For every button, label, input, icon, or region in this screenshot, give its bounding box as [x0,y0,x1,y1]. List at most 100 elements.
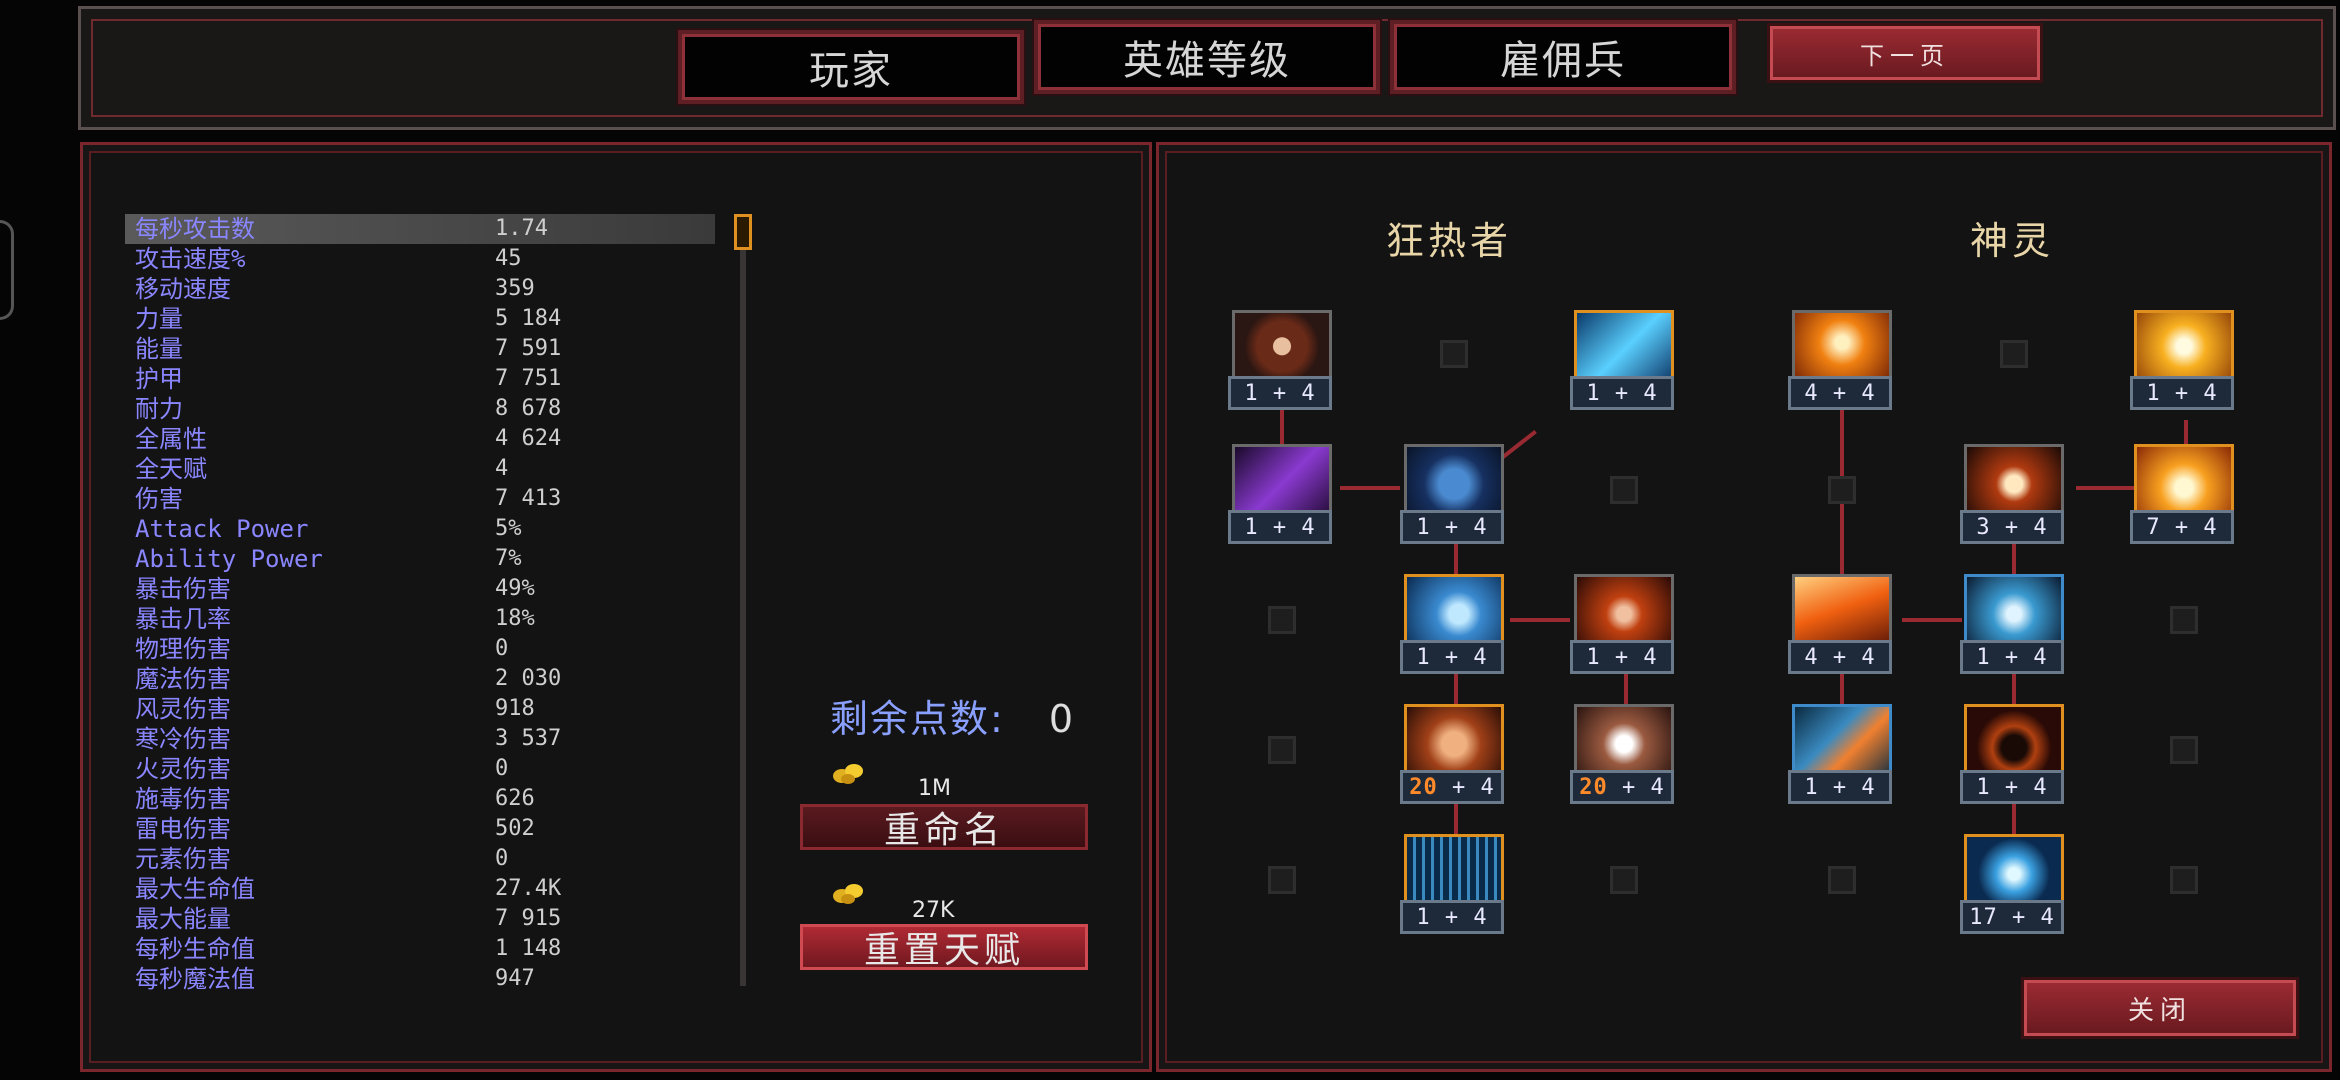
connector-line [2012,666,2016,708]
talent-bonus: 4 [1301,380,1316,406]
talent-bonus: 4 [2033,514,2048,540]
stat-label: 寒冷伤害 [135,725,231,753]
remaining-points-value: 0 [1048,697,1076,741]
connector-line [2184,420,2188,450]
talent-node[interactable]: 20 + 4 [1570,704,1678,812]
talent-level-badge: 1 + 4 [2130,376,2234,410]
stat-label: 每秒魔法值 [135,965,255,993]
stat-value: 0 [495,846,509,871]
talent-node[interactable]: 1 + 4 [1570,310,1678,418]
empty-talent-slot[interactable] [1268,866,1296,894]
talent-level: 4 [1804,644,1819,670]
tree-title-zealot: 狂热者 [1386,219,1513,263]
stat-label: 雷电伤害 [135,815,231,843]
stat-value: 45 [495,246,522,271]
talent-bonus: 4 [1301,514,1316,540]
empty-talent-slot[interactable] [1440,340,1468,368]
tab-hero-level[interactable]: 英雄等级 [1034,20,1380,94]
talent-node[interactable]: 3 + 4 [1960,444,2068,552]
connector-line [1840,666,1844,708]
stat-label: 火灵伤害 [135,755,231,783]
stat-label: 伤害 [135,485,183,513]
next-page-button[interactable]: 下一页 [1770,26,2040,80]
talent-level: 3 [1976,514,1991,540]
talent-bonus: 4 [1861,380,1876,406]
stat-label: 魔法伤害 [135,665,231,693]
talent-node[interactable]: 1 + 4 [2130,310,2238,418]
stats-scrollbar-track[interactable] [740,216,746,986]
talent-level: 1 [1244,380,1259,406]
talent-level: 1 [1416,904,1431,930]
empty-talent-slot[interactable] [2170,606,2198,634]
talent-level-badge: 3 + 4 [1960,510,2064,544]
talent-node[interactable]: 1 + 4 [1400,834,1508,942]
empty-talent-slot[interactable] [1610,476,1638,504]
empty-talent-slot[interactable] [1828,476,1856,504]
stat-value: 1.74 [495,216,548,241]
talent-bonus: 4 [1473,514,1488,540]
stat-label: 暴击几率 [135,605,231,633]
empty-talent-slot[interactable] [1268,736,1296,764]
empty-talent-slot[interactable] [2000,340,2028,368]
talent-node[interactable]: 20 + 4 [1400,704,1508,812]
stat-value: 7 915 [495,906,562,931]
talent-node[interactable]: 1 + 4 [1960,574,2068,682]
tab-mercenary[interactable]: 雇佣兵 [1390,20,1736,94]
stat-value: 7 413 [495,486,562,511]
talent-node[interactable]: 4 + 4 [1788,574,1896,682]
talent-node[interactable]: 7 + 4 [2130,444,2238,552]
stat-label: 全属性 [135,425,207,453]
talent-node[interactable]: 1 + 4 [1228,444,1336,552]
stat-label: 耐力 [135,395,183,423]
talent-level: 1 [1804,774,1819,800]
empty-talent-slot[interactable] [2170,866,2198,894]
stat-label: Attack Power [135,515,309,543]
empty-talent-slot[interactable] [1268,606,1296,634]
talent-node[interactable]: 1 + 4 [1228,310,1336,418]
empty-talent-slot[interactable] [1610,866,1638,894]
talent-level-badge: 1 + 4 [1400,510,1504,544]
talent-bonus: 4 [2040,904,2055,930]
empty-talent-slot[interactable] [1828,866,1856,894]
stat-label: 施毒伤害 [135,785,231,813]
stat-label: 元素伤害 [135,845,231,873]
talent-bonus: 4 [1643,644,1658,670]
stat-label: 最大能量 [135,905,231,933]
connector-line [1340,486,1400,490]
stat-value: 49% [495,576,535,601]
connector-line [1454,796,1458,836]
reset-cost: 27K [912,898,955,923]
talent-bonus: 4 [2033,774,2048,800]
stat-value: 4 624 [495,426,562,451]
talent-node[interactable]: 1 + 4 [1788,704,1896,812]
close-button[interactable]: 关闭 [2024,980,2296,1036]
stat-value: 0 [495,636,509,661]
stat-label: 护甲 [135,365,183,393]
gold-coins-icon [833,764,863,784]
stat-value: 5 184 [495,306,562,331]
talent-node[interactable]: 1 + 4 [1960,704,2068,812]
talent-bonus: 4 [2203,380,2218,406]
stats-scrollbar-thumb[interactable] [734,214,752,250]
stat-value: 27.4K [495,876,562,901]
stat-value: 1 148 [495,936,562,961]
rename-button[interactable]: 重命名 [800,804,1088,851]
talent-bonus: 4 [1861,774,1876,800]
empty-talent-slot[interactable] [2170,736,2198,764]
talent-node[interactable]: 1 + 4 [1400,574,1508,682]
talent-level: 1 [1586,380,1601,406]
talent-level-badge: 4 + 4 [1788,640,1892,674]
talent-level-badge: 20 + 4 [1400,770,1504,804]
talent-node[interactable]: 1 + 4 [1400,444,1508,552]
talent-level-badge: 7 + 4 [2130,510,2234,544]
talent-level: 1 [1976,774,1991,800]
talent-node[interactable]: 1 + 4 [1570,574,1678,682]
stat-label: 物理伤害 [135,635,231,663]
side-edge-tab[interactable] [0,220,14,320]
talent-node[interactable]: 4 + 4 [1788,310,1896,418]
reset-talents-button[interactable]: 重置天赋 [800,924,1088,971]
talent-node[interactable]: 17 + 4 [1960,834,2068,942]
tab-player[interactable]: 玩家 [678,30,1024,104]
